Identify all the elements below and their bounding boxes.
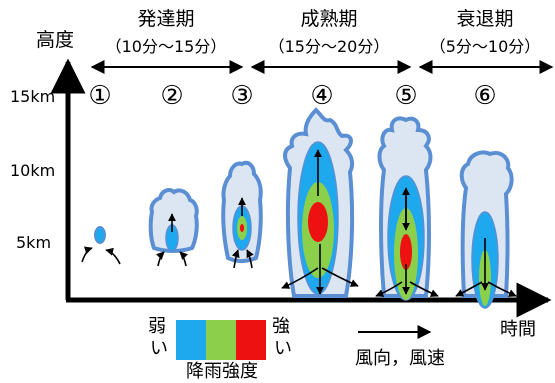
- legend-strong-char-2: い: [274, 338, 292, 359]
- updraft-arrow: [179, 251, 188, 267]
- cell-4-strong-rain: [308, 202, 328, 242]
- legend-weak-char-1: 弱: [148, 316, 166, 337]
- stage-name-developing: 発達期: [137, 8, 194, 30]
- updraft-arrow: [105, 247, 121, 265]
- wind-indicator: 風向，風速: [355, 325, 445, 369]
- legend-strong-label: 強 い: [272, 316, 296, 359]
- downdraft-arrow: [281, 267, 319, 289]
- legend-weak-char-2: い: [150, 338, 168, 359]
- legend-swatch-weak: [176, 320, 206, 360]
- stage-period-dissipating: （5分〜10分）: [430, 37, 541, 56]
- storm-cell-5: [375, 116, 439, 301]
- storm-cell-1: [81, 226, 121, 265]
- step-number-3: ③: [230, 81, 253, 111]
- storm-cell-2: [148, 188, 199, 267]
- rain-intensity-legend: 弱 い 強 い 降雨強度: [148, 316, 296, 382]
- step-number-2: ②: [160, 81, 183, 111]
- step-numbers: ① ② ③ ④ ⑤ ⑥: [88, 81, 496, 111]
- stage-period-mature: （15分〜20分）: [269, 37, 390, 56]
- step-number-5: ⑤: [394, 81, 417, 111]
- updraft-arrow: [231, 249, 240, 269]
- downdraft-arrow: [455, 281, 483, 297]
- storm-cell-4: [281, 107, 359, 298]
- legend-strong-char-1: 強: [272, 316, 290, 337]
- axes: 高度 時間 15km 10km 5km: [10, 29, 552, 340]
- legend-swatch-strong: [236, 320, 266, 360]
- downdraft-arrow: [409, 281, 439, 297]
- updraft-arrow: [81, 246, 93, 263]
- legend-swatch-medium: [206, 320, 236, 360]
- tick-label-10km: 10km: [10, 161, 55, 180]
- downdraft-arrow: [321, 267, 359, 287]
- x-axis-label: 時間: [500, 319, 536, 340]
- downdraft-arrow: [375, 281, 403, 297]
- updraft-arrow: [246, 249, 254, 269]
- wind-label: 風向，風速: [355, 348, 445, 369]
- stage-name-dissipating: 衰退期: [456, 8, 513, 30]
- storm-cell-6: [455, 150, 517, 309]
- tick-label-15km: 15km: [10, 87, 55, 106]
- storm-cell-3: [221, 160, 263, 269]
- updraft-arrow: [156, 251, 165, 267]
- stage-headings: 発達期 （10分〜15分） 成熟期 （15分〜20分） 衰退期 （5分〜10分）: [90, 8, 554, 74]
- legend-title: 降雨強度: [186, 361, 258, 382]
- cell-3-strong-rain: [240, 224, 244, 232]
- step-number-6: ⑥: [473, 81, 496, 111]
- y-axis-label: 高度: [36, 29, 74, 51]
- step-number-1: ①: [88, 81, 111, 111]
- cell-5-strong-rain: [400, 234, 412, 270]
- legend-weak-label: 弱 い: [148, 316, 172, 359]
- downdraft-arrow: [487, 281, 517, 297]
- stage-name-mature: 成熟期: [300, 8, 357, 30]
- step-number-4: ④: [310, 81, 333, 111]
- tick-label-5km: 5km: [16, 233, 51, 252]
- cell-1-core: [94, 226, 106, 244]
- stage-period-developing: （10分〜15分）: [106, 37, 227, 56]
